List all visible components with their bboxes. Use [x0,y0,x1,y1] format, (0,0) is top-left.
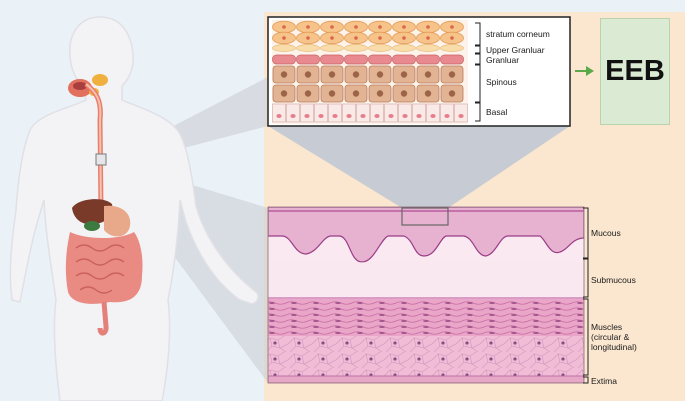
basal-cell [300,103,314,123]
spinous-cell [440,65,464,84]
corneum-cell [392,31,416,45]
spinous-cell [272,65,296,84]
liver-icon [72,199,113,225]
stratum-corneum-cells [272,20,464,45]
corneum-cell [368,20,392,34]
upper-granular-cell [440,44,464,52]
corneum-cell [320,31,344,45]
digestive-upper [68,74,108,211]
spinous-cell [344,84,368,103]
basal-cell [440,103,454,123]
arrow-to-eeb [575,66,594,76]
basal-cell [314,103,328,123]
corneum-cell [392,20,416,34]
basal-cell [328,103,342,123]
wall-brackets [583,207,589,384]
label-upper-granular: Upper Granluar [486,45,545,55]
spinous-cell [440,84,464,103]
human-body [9,16,259,401]
corneum-cell [344,31,368,45]
label-spinous: Spinous [486,77,517,87]
granular-cell [440,54,464,65]
spinous-cell [320,65,344,84]
spinous-cell [416,84,440,103]
corneum-cell [296,20,320,34]
label-stratum-corneum: stratum corneum [486,29,550,39]
zoom-cone-wall-to-skin [268,126,570,208]
upper-granular-cell [416,44,440,52]
spinous-cell [344,65,368,84]
epidermis-brackets [475,22,481,122]
gallbladder-icon [84,221,100,231]
submucous-layer [268,262,584,296]
spinous-cell [368,65,392,84]
basal-cells [272,103,468,123]
corneum-cell [320,20,344,34]
eeb-label: EEB [605,55,665,87]
granular-cell [272,54,296,65]
eeb-box: EEB [600,18,670,125]
abdominal-organs [65,199,143,336]
spinous-cells [272,65,464,103]
corneum-cell [272,31,296,45]
label-granular: Granluar [486,55,520,65]
spinous-cell [392,65,416,84]
corneum-cell [416,31,440,45]
corneum-cell [416,20,440,34]
upper-granular-cell [296,44,320,52]
spinous-cell [272,84,296,103]
basal-cell [412,103,426,123]
mucosa-zoom-marker [401,207,449,226]
granular-cell [344,54,368,65]
upper-granular-cell [320,44,344,52]
spinous-cell [296,65,320,84]
label-basal: Basal [486,107,508,117]
intestines-icon [65,232,143,304]
granular-cell [392,54,416,65]
label-muscles: Muscles (circular & longitudinal) [591,322,637,352]
spinous-cell [320,84,344,103]
basal-cell [356,103,370,123]
upper-granular-cell [392,44,416,52]
basal-cell [370,103,384,123]
corneum-cell [368,31,392,45]
corneum-cell [344,20,368,34]
basal-cell [342,103,356,123]
stomach-icon [104,205,131,237]
spinous-cell [416,65,440,84]
upper-granular-cell [368,44,392,52]
rectum-icon [97,301,109,336]
salivary-gland-icon [92,74,108,86]
label-submucous: Submucous [591,275,636,285]
basal-cell [272,103,286,123]
upper-granular-cell [344,44,368,52]
basal-cell [426,103,440,123]
granular-cell [416,54,440,65]
spinous-cell [296,84,320,103]
basal-cell [398,103,412,123]
spinous-cell [392,84,416,103]
corneum-cell [440,20,464,34]
epidermis-panel [267,16,571,127]
granular-cells [272,44,464,65]
granular-cell [320,54,344,65]
basal-cell [286,103,300,123]
mucous-layer [268,207,584,263]
label-mucous: Mucous [591,228,621,238]
spinous-cell [368,84,392,103]
extima-layer [268,375,584,383]
granular-cell [296,54,320,65]
label-extima: Extima [591,376,617,386]
esophagus-zoom-marker [95,153,107,166]
basal-cell [384,103,398,123]
granular-cell [368,54,392,65]
basal-cell [454,103,468,123]
corneum-cell [440,31,464,45]
corneum-cell [272,20,296,34]
upper-granular-cell [272,44,296,52]
corneum-cell [296,31,320,45]
esophageal-wall-panel [268,207,584,383]
